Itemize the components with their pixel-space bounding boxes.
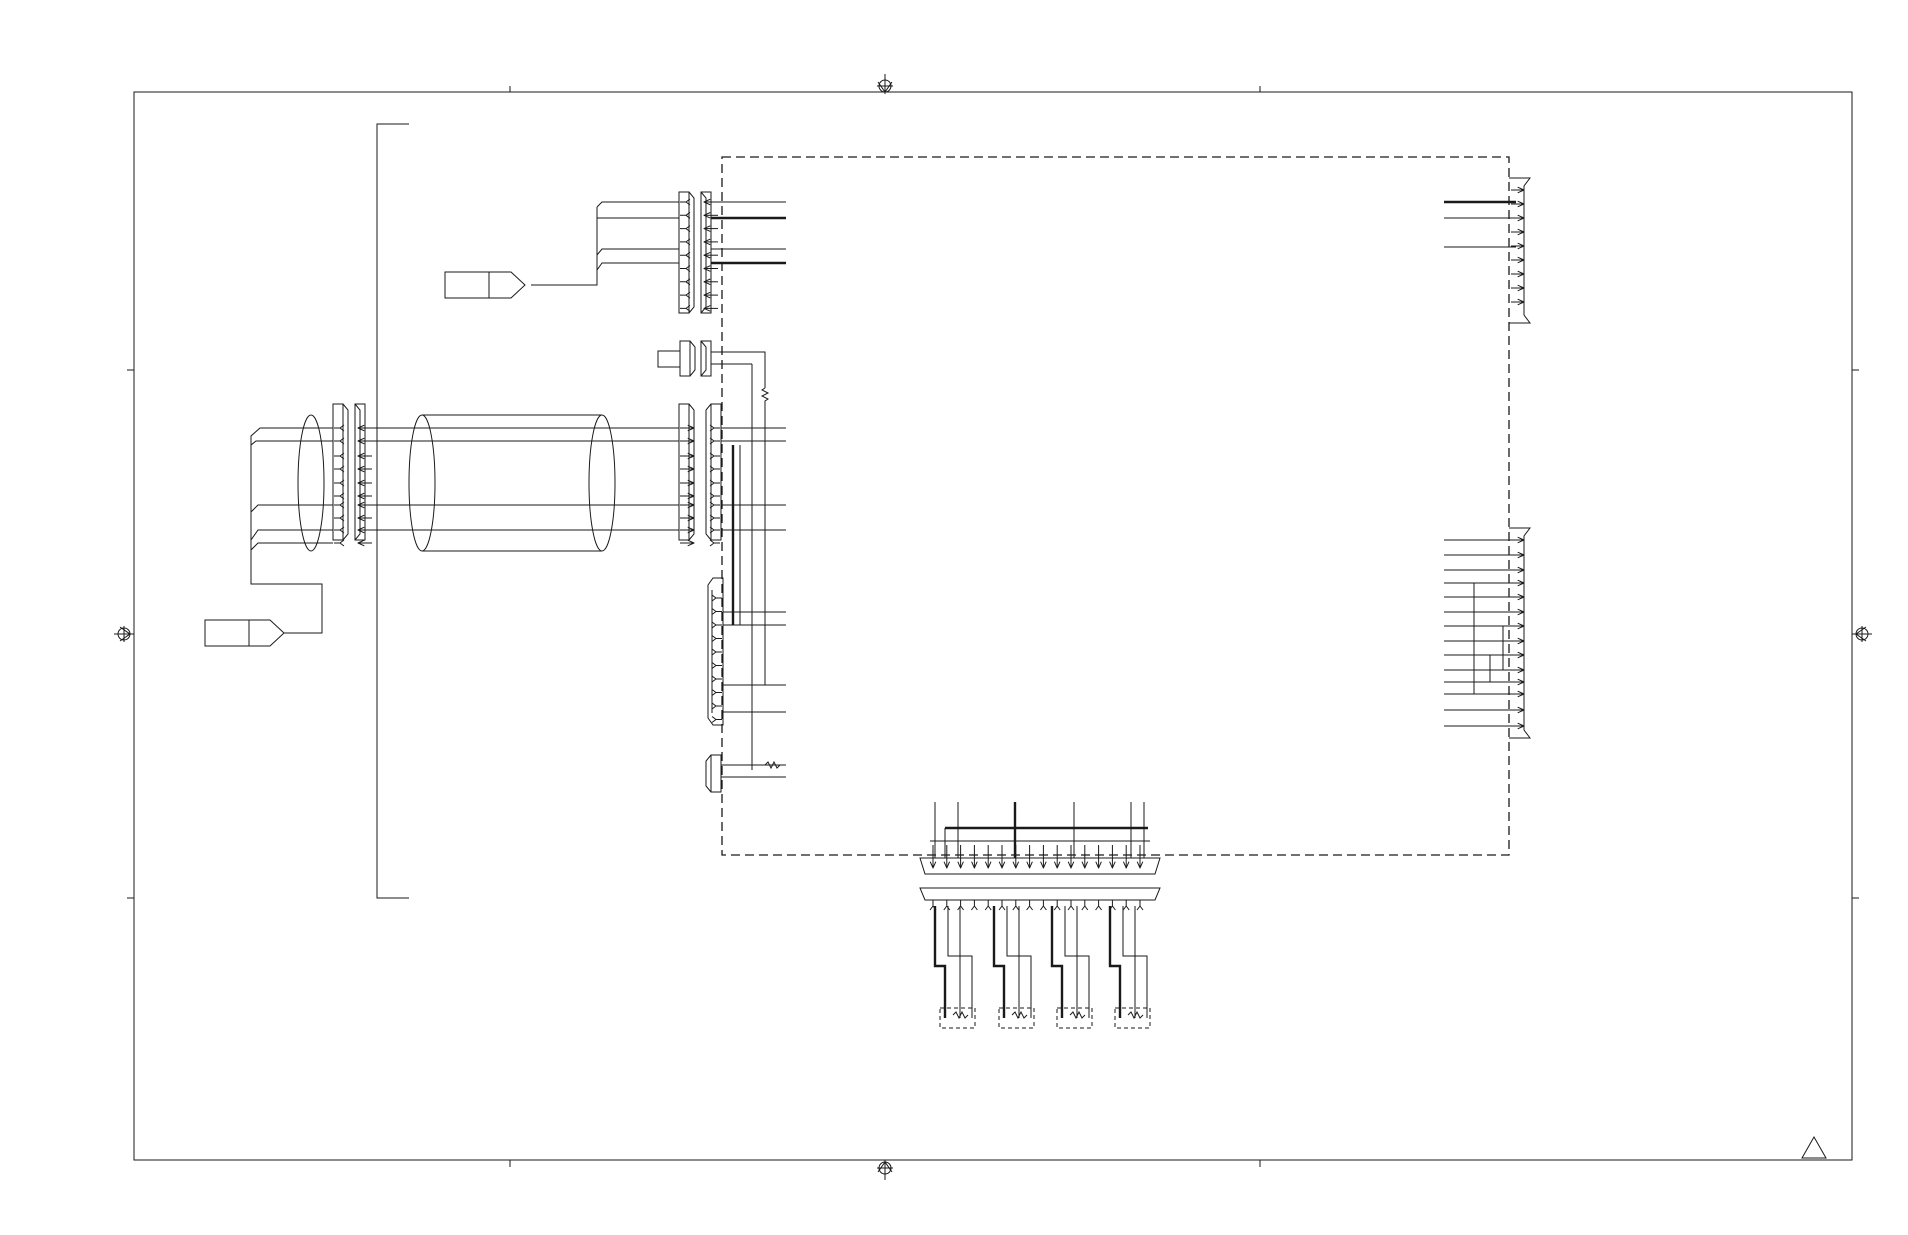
connector-right-middle [1444,527,1531,739]
internal-bus [731,364,766,770]
connector-group-middle [250,403,786,584]
module-top-left [444,271,526,299]
sensor-2 [998,1007,1035,1029]
connector-small-bottom [705,754,786,793]
bottom-center-mark [877,1160,893,1180]
revision-triangle-icon [1801,1135,1827,1159]
connector-group-top [531,191,786,314]
drawing-frame [127,86,1859,1167]
resistor-1 [760,387,770,427]
harness-bracket [376,123,409,899]
connector-right-top [1444,177,1531,324]
sensor-1 [939,1007,976,1029]
registration-marks [114,74,1872,1180]
right-center-mark [1852,626,1872,642]
small-plug-connector [657,340,766,388]
module-left [204,445,323,647]
sensor-3 [1056,1007,1093,1029]
top-center-mark [877,74,893,94]
sensor-4 [1114,1007,1151,1029]
left-center-mark [114,626,134,642]
connector-bottom [919,802,1161,1020]
connector-group-lower [707,577,786,726]
main-board-outline [721,156,1510,856]
